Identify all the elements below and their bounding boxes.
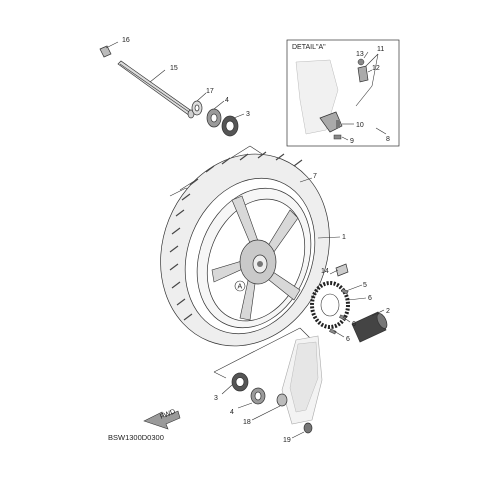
balance-weight — [335, 263, 349, 277]
callout-1: 1 — [342, 234, 346, 241]
callout-12: 12 — [372, 65, 380, 72]
axle — [117, 60, 195, 119]
axle-nut — [99, 45, 112, 58]
callout-3-lower: 3 — [214, 395, 218, 402]
callout-5: 5 — [363, 282, 367, 289]
pinch-bolt — [303, 422, 313, 434]
svg-text:A: A — [238, 284, 243, 291]
oil-seal-upper — [206, 108, 222, 128]
forward-arrow-icon: FWD — [143, 408, 181, 430]
rotor-screws — [329, 288, 349, 335]
callout-7: 7 — [313, 173, 317, 180]
callout-17: 17 — [206, 88, 214, 95]
collar-lower — [351, 311, 388, 343]
callout-9: 9 — [350, 138, 354, 145]
callout-13: 13 — [356, 51, 364, 58]
diagram-code: BSW1300D0300 — [108, 433, 164, 442]
collar-upper — [191, 100, 203, 116]
callout-2: 2 — [386, 308, 390, 315]
callout-18: 18 — [243, 419, 251, 426]
callout-16: 16 — [122, 37, 130, 44]
detail-marker: A — [234, 280, 246, 292]
callout-11: 11 — [377, 46, 384, 53]
leader-lines — [105, 41, 385, 439]
callout-14: 14 — [321, 268, 329, 275]
oil-seal-lower — [250, 387, 266, 405]
callout-6-b: 6 — [352, 321, 356, 328]
detail-a-title: DETAIL"A" — [292, 44, 326, 51]
bearing-upper — [221, 115, 239, 137]
callout-15: 15 — [170, 65, 178, 72]
callout-8: 8 — [386, 136, 390, 143]
callout-3-upper: 3 — [246, 111, 250, 118]
callout-6-c: 6 — [346, 336, 350, 343]
callout-10: 10 — [356, 122, 364, 129]
callout-19: 19 — [283, 437, 291, 444]
bearing-lower — [231, 372, 249, 392]
sensor-rotor — [310, 281, 350, 329]
callout-4-lower: 4 — [230, 409, 234, 416]
wheel-rim — [196, 187, 312, 329]
callout-6-a: 6 — [368, 295, 372, 302]
callout-4-upper: 4 — [225, 97, 229, 104]
detail-a-box: DETAIL"A" 13 11 12 10 9 — [286, 39, 400, 147]
collar-side — [276, 393, 288, 407]
callout-labels: 16 15 17 4 3 7 1 2 5 6 6 6 14 3 4 18 19 — [122, 37, 390, 444]
front-fork-lower — [281, 335, 323, 425]
